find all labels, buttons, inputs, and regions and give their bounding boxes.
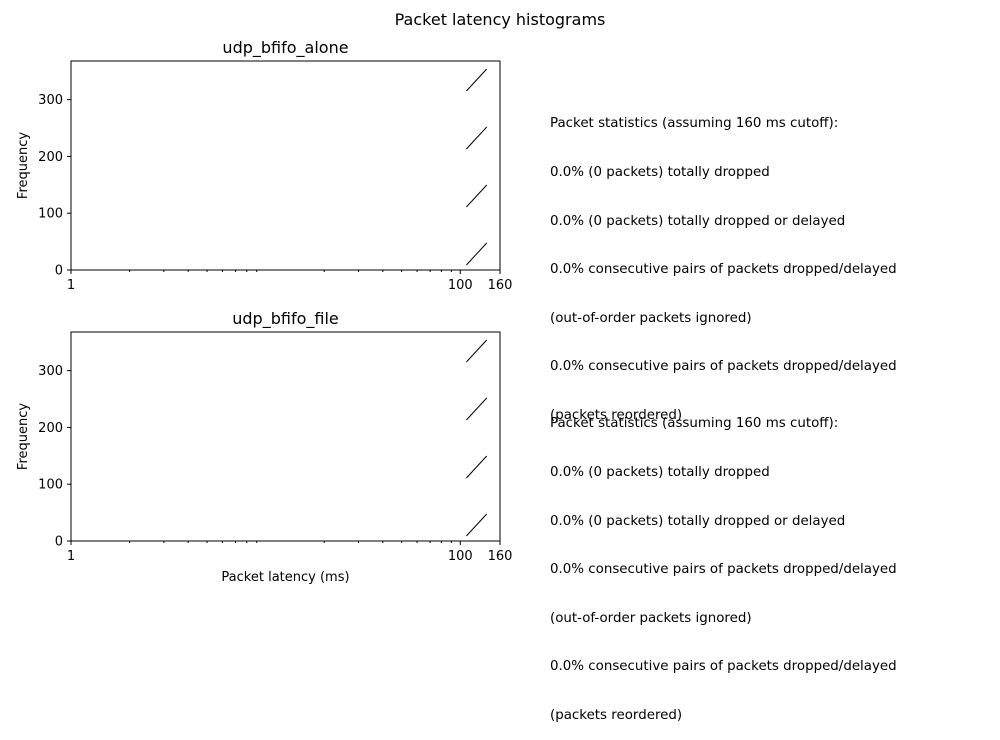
hatch-line [466, 513, 488, 537]
hatch-line [466, 126, 488, 150]
hatch-line [466, 397, 488, 421]
y-tick-label: 300 [38, 93, 63, 108]
plot-frame [70, 331, 501, 542]
hatch-line [466, 184, 488, 208]
stats-line: 0.0% consecutive pairs of packets droppe… [550, 359, 897, 375]
stats-line: 0.0% (0 packets) totally dropped [550, 465, 770, 480]
stats-block-file: Packet statistics (assuming 160 ms cutof… [550, 384, 897, 740]
y-tick-label: 100 [38, 478, 63, 493]
subplot-title: udp_bfifo_file [232, 309, 338, 329]
histogram-panel-file: udp_bfifo_file 0 100 200 300 1 100 160 Frequency… [16, 309, 513, 585]
stats-line: 0.0% consecutive pairs of packets droppe… [550, 562, 897, 578]
hatch-line [466, 339, 488, 363]
stats-line: 0.0% consecutive pairs of packets droppe… [550, 659, 897, 675]
stats-line: (packets reordered) [550, 407, 683, 423]
y-tick-label: 200 [38, 421, 63, 436]
y-tick-label: 0 [55, 535, 63, 550]
x-tick-label: 1 [67, 278, 75, 293]
stats-line: Packet statistics (assuming 160 ms cutof… [550, 116, 839, 132]
stats-line: Packet statistics (assuming 160 ms cutof… [550, 416, 839, 432]
hatch-line [466, 242, 488, 266]
y-axis-label: Frequency [16, 403, 31, 470]
hatch-line [466, 68, 488, 92]
x-axis-label: Packet latency (ms) [221, 570, 349, 585]
y-tick-label: 100 [38, 207, 63, 222]
histogram-bar [466, 68, 488, 266]
stats-line: 0.0% (0 packets) totally dropped or dela… [550, 213, 846, 229]
subplot-title: udp_bfifo_alone [222, 38, 348, 58]
figure-title: Packet latency histograms [394, 10, 606, 29]
y-tick-label: 0 [55, 264, 63, 279]
x-tick-label: 100 [448, 278, 473, 293]
histogram-bar [466, 339, 488, 537]
stats-line: (out-of-order packets ignored) [550, 310, 752, 326]
x-tick-label: 160 [488, 549, 513, 564]
y-tick-label: 300 [38, 364, 63, 379]
x-tick-label: 100 [448, 549, 473, 564]
plot-frame [70, 60, 501, 271]
x-tick-label: 1 [67, 549, 75, 564]
y-axis-label: Frequency [16, 132, 31, 199]
x-tick-label: 160 [488, 278, 513, 293]
stats-line: 0.0% consecutive pairs of packets droppe… [550, 262, 897, 278]
stats-line: (out-of-order packets ignored) [550, 610, 752, 626]
hatch-line [466, 455, 488, 479]
stats-block-alone: Packet statistics (assuming 160 ms cutof… [550, 84, 897, 440]
y-tick-label: 200 [38, 150, 63, 165]
stats-line: 0.0% (0 packets) totally dropped or dela… [550, 513, 846, 529]
stats-line: (packets reordered) [550, 707, 683, 723]
stats-line: 0.0% (0 packets) totally dropped [550, 165, 770, 180]
histogram-panel-alone: udp_bfifo_alone 0 100 200 300 1 100 160 Frequenc… [16, 38, 513, 293]
